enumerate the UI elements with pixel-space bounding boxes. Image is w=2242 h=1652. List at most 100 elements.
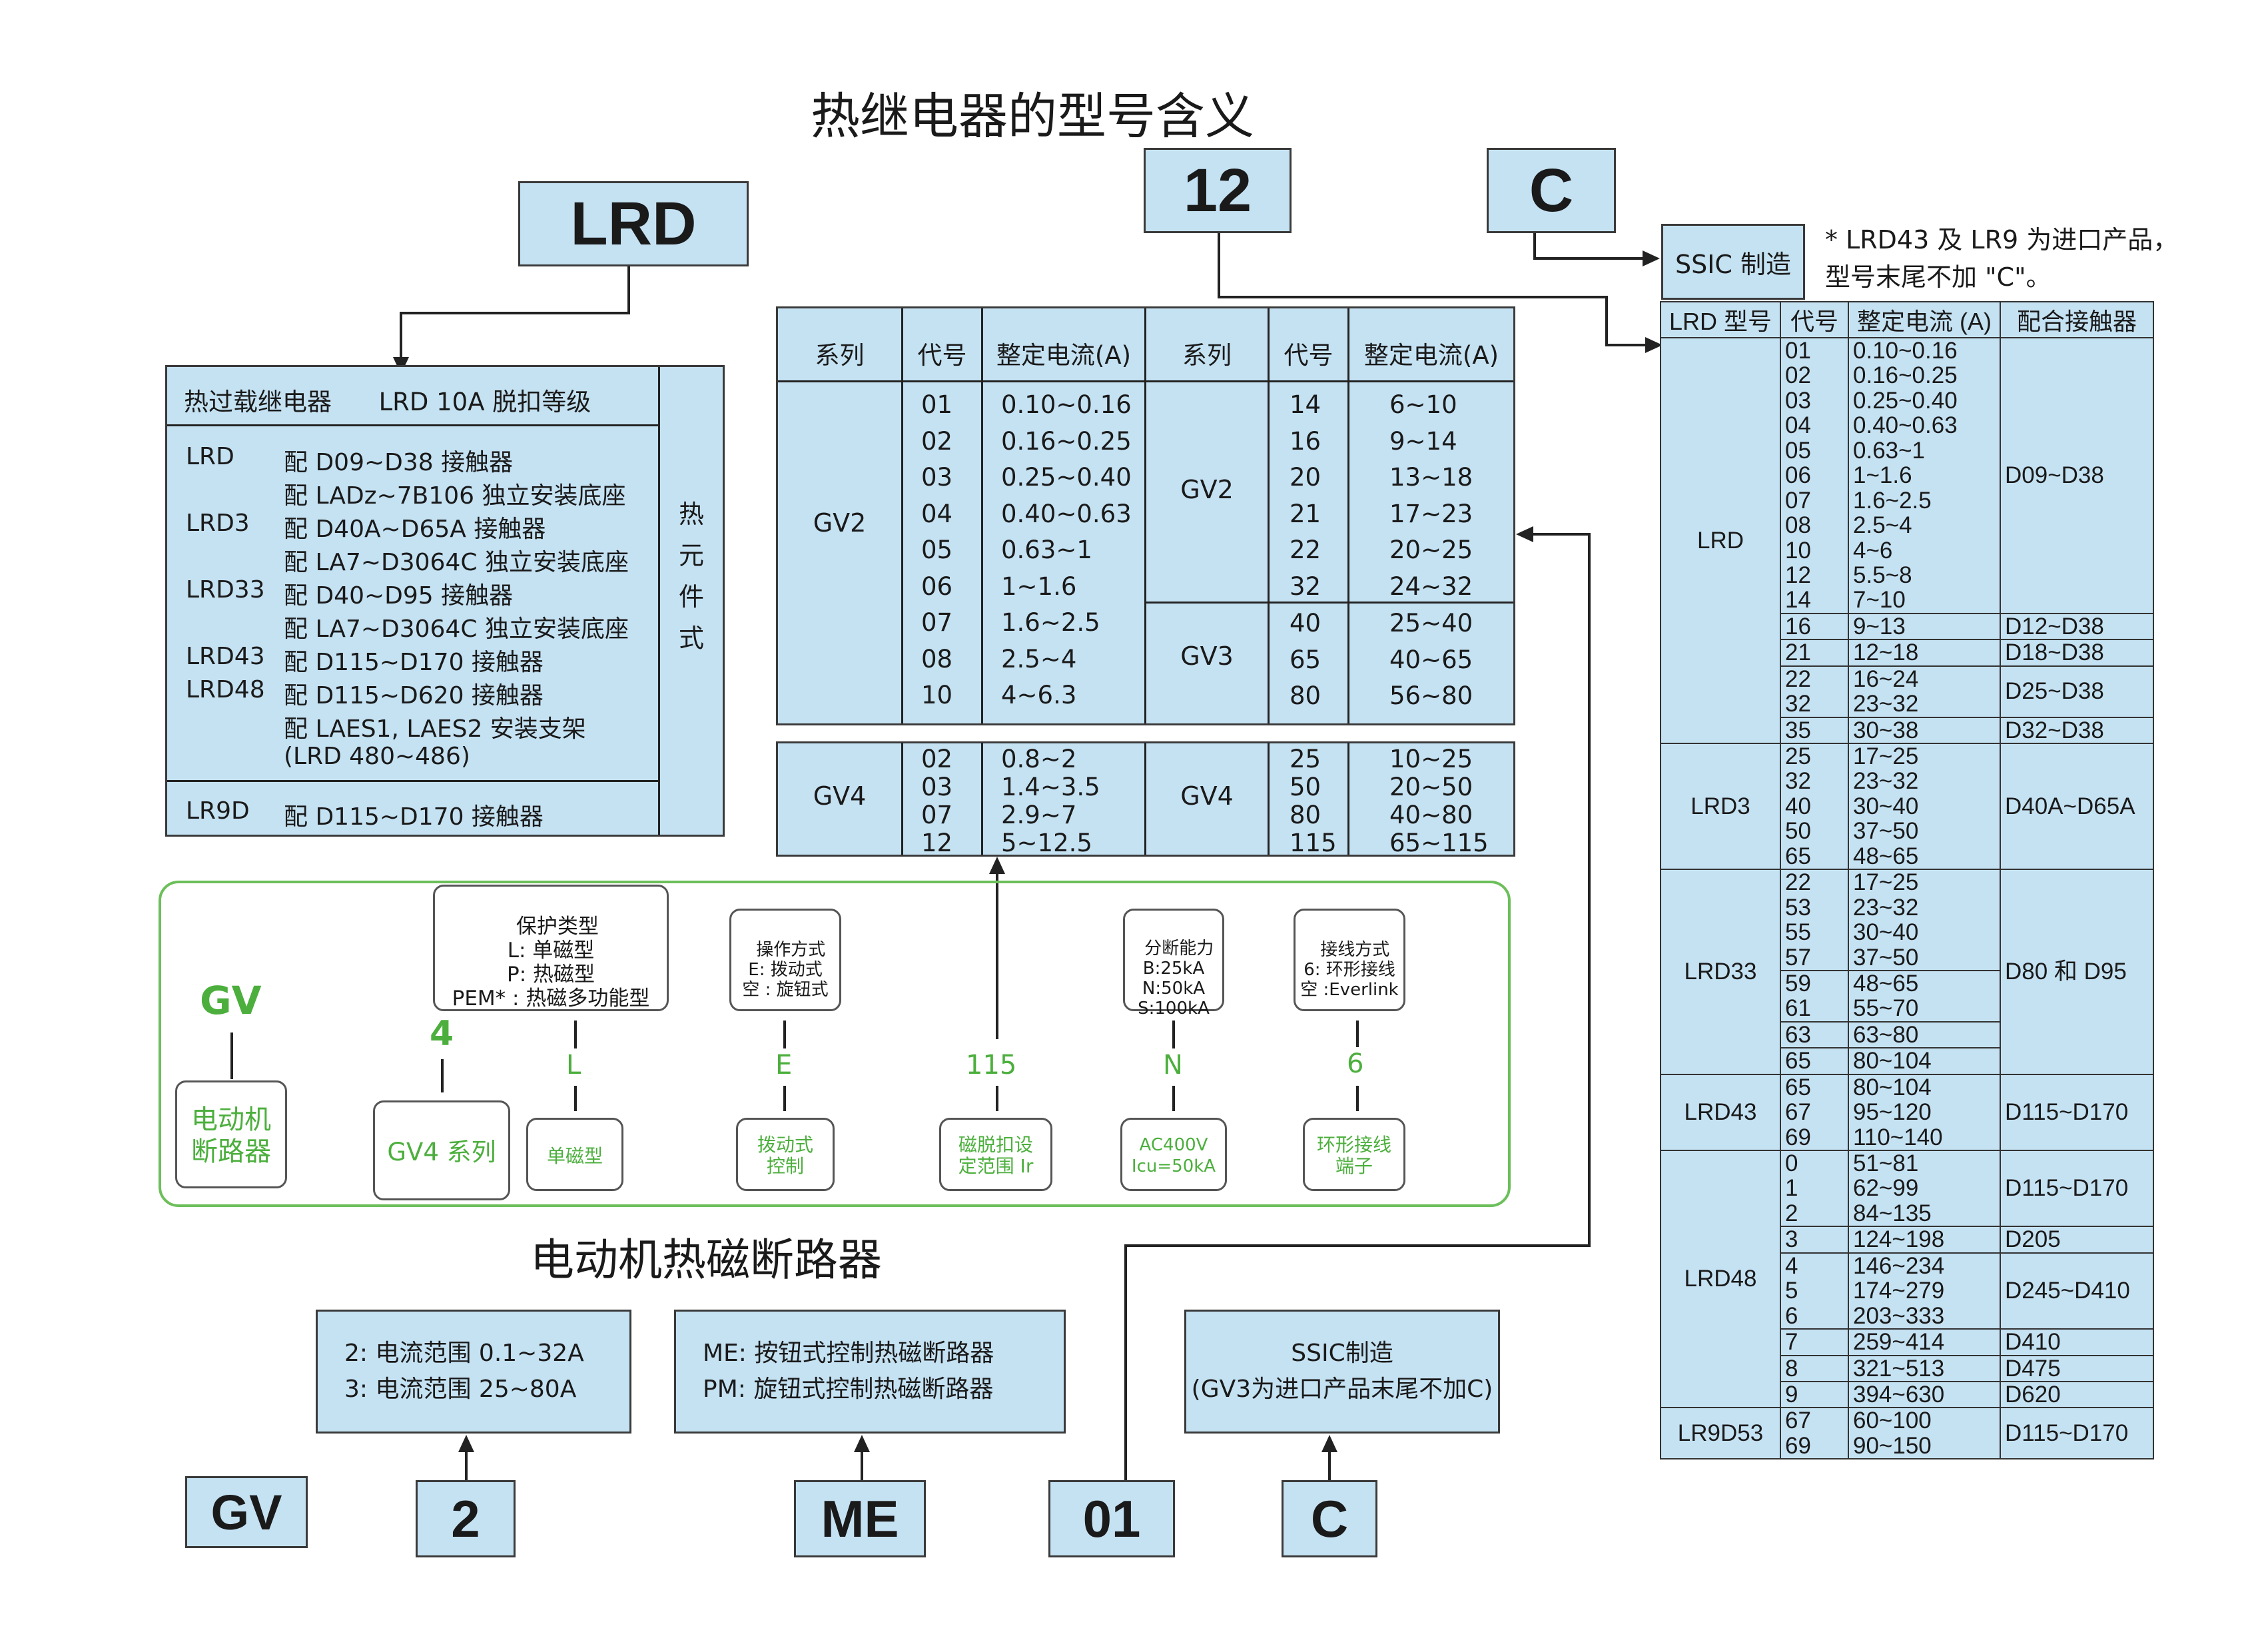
gv4-codes: 02 03 07 12 (921, 745, 953, 857)
operation-mode-box: 操作方式 E: 拨动式 空 : 旋钮式 (729, 909, 841, 1011)
divider (981, 743, 983, 855)
connector-line (1328, 1451, 1331, 1480)
gv2-codes: 01 02 03 04 05 06 07 08 10 (921, 390, 953, 709)
n115-code-label: 115 (966, 1050, 1017, 1080)
code-cell: 21 (1780, 639, 1849, 667)
lrd-row-0-code: LRD (186, 443, 234, 470)
divider (901, 743, 903, 855)
code-box-gv: GV (185, 1476, 308, 1548)
motor-breaker-box: 电动机 断路器 (175, 1080, 287, 1188)
lrd-row-5-desc: 配 LA7~D3064C 独立安装底座 (284, 616, 629, 643)
lrd-row-6-code: LRD43 (186, 643, 265, 670)
contactor-cell: D12~D38 (2000, 612, 2154, 641)
lrd-model-cell: LR9D53 (1660, 1407, 1781, 1460)
lrd-row-6-desc: 配 D115~D170 接触器 (284, 649, 544, 676)
wiring-type-box: 接线方式 6: 环形接线 空 :Everlink (1294, 909, 1405, 1011)
import-note-line1: * LRD43 及 LR9 为进口产品， (1825, 225, 2179, 254)
code-box-me: ME (794, 1480, 926, 1557)
code-cell: 25 32 40 50 65 (1780, 742, 1849, 871)
gv-header-current-2: 整定电流(A) (1363, 341, 1499, 370)
code-cell: 65 67 69 (1780, 1073, 1849, 1152)
contactor-cell: D115~D170 (2000, 1407, 2154, 1460)
protection-type-text: 保护类型 L: 单磁型 P: 热磁型 PEM* : 热磁多功能型 (452, 915, 650, 1011)
code-box-2: 2 (416, 1480, 516, 1557)
lrd-info-side-label: 热 元 件 式 (679, 500, 705, 653)
control-mode-box: ME: 按钮式控制热磁断路器 PM: 旋钮式控制热磁断路器 (674, 1310, 1066, 1434)
current-cell: 30~38 (1848, 716, 2001, 745)
gv3-codes: 40 65 80 (1290, 609, 1321, 710)
divider (981, 308, 983, 725)
rated-voltage-box: AC400V Icu=50kA (1120, 1118, 1227, 1191)
code-box-lrd: LRD (518, 181, 749, 266)
current-cell: 394~630 (1848, 1380, 2001, 1409)
lrd-row-9-desc: (LRD 480~486) (284, 743, 470, 770)
current-cell: 146~234 174~279 203~333 (1848, 1252, 2001, 1330)
gv-table: 系列 代号 整定电流(A) 系列 代号 整定电流(A) GV2 01 02 03… (776, 306, 1515, 857)
divider (1144, 743, 1146, 855)
current-cell: 12~18 (1848, 639, 2001, 667)
connector-line (1605, 344, 1652, 346)
ssic-note-box: SSIC制造 (GV3为进口产品末尾不加C) (1184, 1310, 1500, 1434)
divider (167, 780, 660, 782)
header-current: 整定电流 (A) (1848, 301, 2001, 338)
gv-header-current: 整定电流(A) (996, 341, 1132, 370)
current-cell: 60~100 90~150 (1848, 1407, 2001, 1460)
gv3-currents: 25~40 40~65 56~80 (1389, 609, 1473, 710)
current-cell: 80~104 95~120 110~140 (1848, 1073, 2001, 1152)
current-cell: 9~13 (1848, 612, 2001, 641)
four-code-label: 4 (430, 1014, 454, 1054)
gv2-right-codes: 14 16 20 21 22 32 (1290, 390, 1321, 601)
lrd-model-cell: LRD (1660, 337, 1781, 744)
contactor-cell: D475 (2000, 1354, 2154, 1382)
contactor-cell: D80 和 D95 (2000, 869, 2154, 1075)
connector-line (1172, 1021, 1175, 1048)
lrd-row-7-desc: 配 D115~D620 接触器 (284, 682, 544, 709)
gv2-right-currents: 6~10 9~14 13~18 17~23 20~25 24~32 (1389, 390, 1473, 601)
lrd-model-cell: LRD33 (1660, 869, 1781, 1075)
code-cell: 59 61 (1780, 969, 1849, 1023)
gv4-right-currents: 10~25 20~50 40~80 65~115 (1389, 745, 1489, 857)
arrow-head-icon (854, 1435, 870, 1452)
gv-code-label: GV (200, 978, 262, 1023)
contactor-cell: D115~D170 (2000, 1149, 2154, 1228)
ring-terminal-box: 环形接线 端子 (1303, 1118, 1405, 1191)
arrow-head-icon (1321, 1435, 1337, 1452)
connector-line (400, 312, 402, 365)
header-lrd-model: LRD 型号 (1660, 301, 1781, 338)
gv4-currents: 0.8~2 1.4~3.5 2.9~7 5~12.5 (1001, 745, 1100, 857)
contactor-cell: D40A~D65A (2000, 742, 2154, 871)
lrd-info-header: 热过载继电器 LRD 10A 脱扣等级 (184, 388, 591, 416)
page-title: 热继电器的型号含义 (811, 88, 1254, 145)
connector-line (1356, 1021, 1359, 1047)
lrd-footer-code: LR9D (186, 797, 250, 825)
breaker-code-panel (159, 881, 1511, 1207)
lrd-row-2-desc: 配 D40A~D65A 接触器 (284, 516, 546, 543)
lrd-row-4-code: LRD33 (186, 576, 265, 604)
gv-header-code-2: 代号 (1284, 341, 1333, 370)
current-cell: 63~80 (1848, 1021, 2001, 1049)
arrow-head-icon (1516, 526, 1533, 542)
connector-line (1218, 233, 1220, 297)
gv4-series-label: GV4 (813, 781, 867, 811)
code-cell: 65 (1780, 1047, 1849, 1075)
connector-line (1124, 1244, 1127, 1481)
six-code-label: 6 (1347, 1048, 1364, 1079)
current-cell: 16~24 23~32 (1848, 665, 2001, 718)
contactor-cell: D620 (2000, 1380, 2154, 1409)
current-cell: 0.10~0.16 0.16~0.25 0.25~0.40 0.40~0.63 … (1848, 337, 2001, 614)
connector-line (1533, 233, 1536, 260)
divider (1347, 743, 1349, 855)
